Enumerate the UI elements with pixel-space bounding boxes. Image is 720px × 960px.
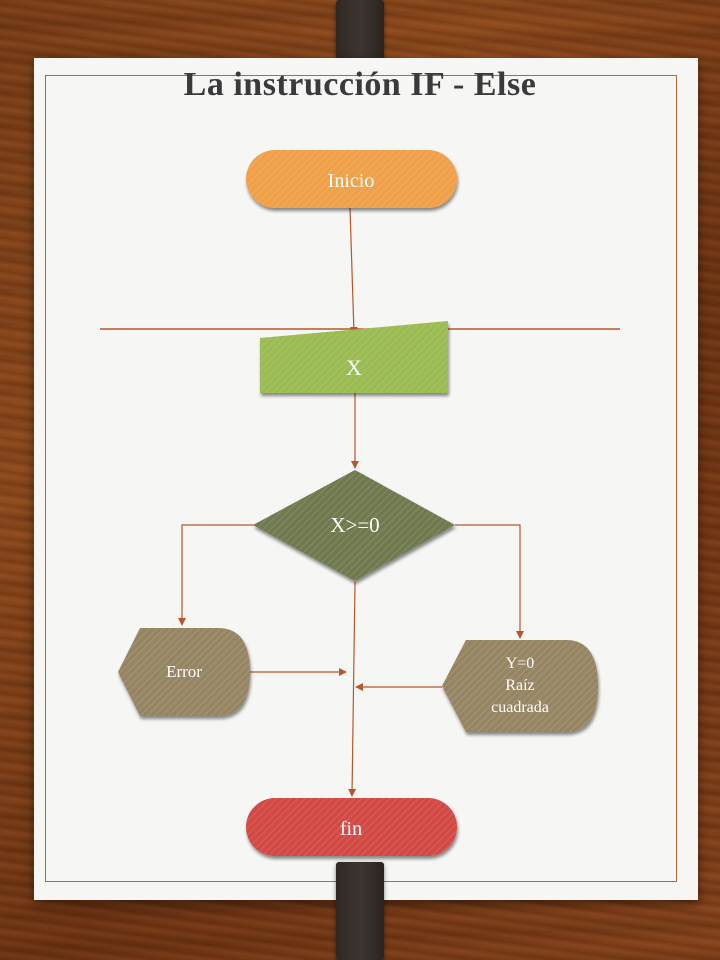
start-label: Inicio bbox=[328, 170, 375, 192]
decision-node bbox=[253, 470, 455, 581]
process-node bbox=[442, 640, 598, 732]
binder-clip-bottom bbox=[336, 862, 384, 960]
input-node bbox=[260, 321, 448, 393]
process-label-line3: cuadrada bbox=[491, 699, 549, 716]
error-node bbox=[118, 628, 250, 716]
connector-start-to-input bbox=[349, 207, 358, 335]
slide-title: La instrucción IF - Else bbox=[183, 66, 537, 103]
connector-decision-to-end bbox=[348, 581, 357, 797]
decision-label: X>=0 bbox=[330, 513, 379, 537]
end-node bbox=[246, 798, 457, 856]
end-label: fin bbox=[340, 818, 362, 840]
input-label: X bbox=[346, 355, 362, 380]
process-label-line1: Y=0 bbox=[506, 655, 535, 672]
connector-decision-to-error bbox=[178, 524, 255, 626]
connector-decision-to-process bbox=[455, 524, 524, 639]
error-label: Error bbox=[166, 662, 202, 681]
process-label-line2: Raíz bbox=[505, 677, 534, 694]
start-node bbox=[246, 150, 457, 208]
